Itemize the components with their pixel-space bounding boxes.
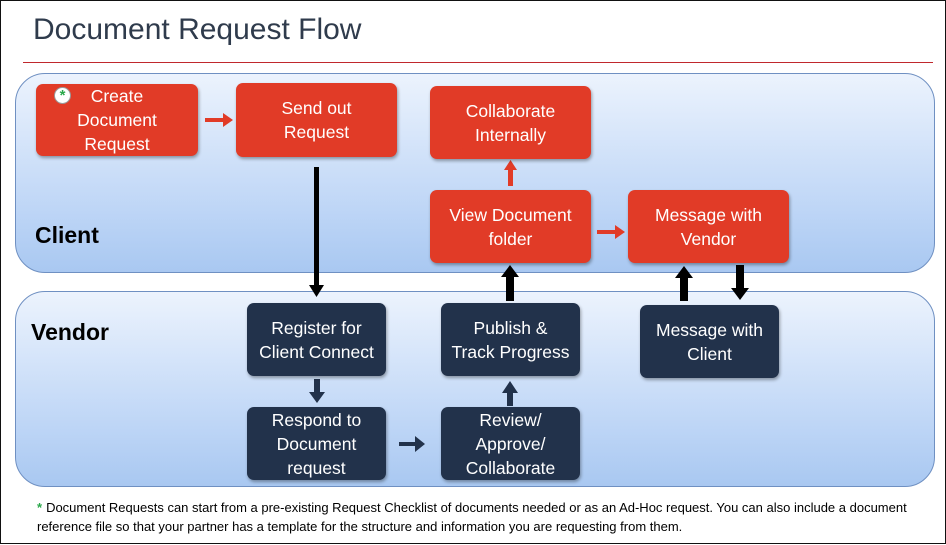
vendor-lane-label: Vendor <box>31 319 109 345</box>
asterisk-marker-icon: * <box>54 87 71 104</box>
arrow-register-to-respond <box>309 379 325 403</box>
arrow-create-to-send <box>205 113 233 127</box>
page-title: Document Request Flow <box>33 13 362 46</box>
arrow-respond-to-review <box>399 436 425 452</box>
arrow-send-to-register <box>309 167 324 297</box>
arrow-view-to-collaborate <box>504 160 517 186</box>
title-divider <box>23 62 933 63</box>
step-message-with-vendor: Message with Vendor <box>628 190 789 263</box>
step-respond-to-document-request: Respond to Document request <box>247 407 386 480</box>
step-view-document-folder: View Document folder <box>430 190 591 263</box>
footnote: *Document Requests can start from a pre-… <box>37 499 937 536</box>
step-register-for-client-connect: Register for Client Connect <box>247 303 386 376</box>
arrow-msg-vendor-to-msg-client <box>731 265 749 300</box>
step-review-approve-collaborate: Review/ Approve/ Collaborate <box>441 407 580 480</box>
step-send-out-request: Send out Request <box>236 83 397 157</box>
arrow-review-to-publish <box>502 381 518 406</box>
arrow-view-to-msg-vendor <box>597 225 625 239</box>
step-message-with-client: Message with Client <box>640 305 779 378</box>
step-publish-track-progress: Publish & Track Progress <box>441 303 580 376</box>
arrow-publish-to-view <box>501 265 519 301</box>
arrow-msg-client-to-msg-vendor <box>675 266 693 301</box>
footnote-text: Document Requests can start from a pre-e… <box>37 500 907 534</box>
footnote-asterisk-icon: * <box>37 500 43 515</box>
client-lane-label: Client <box>35 222 99 248</box>
step-collaborate-internally: Collaborate Internally <box>430 86 591 159</box>
